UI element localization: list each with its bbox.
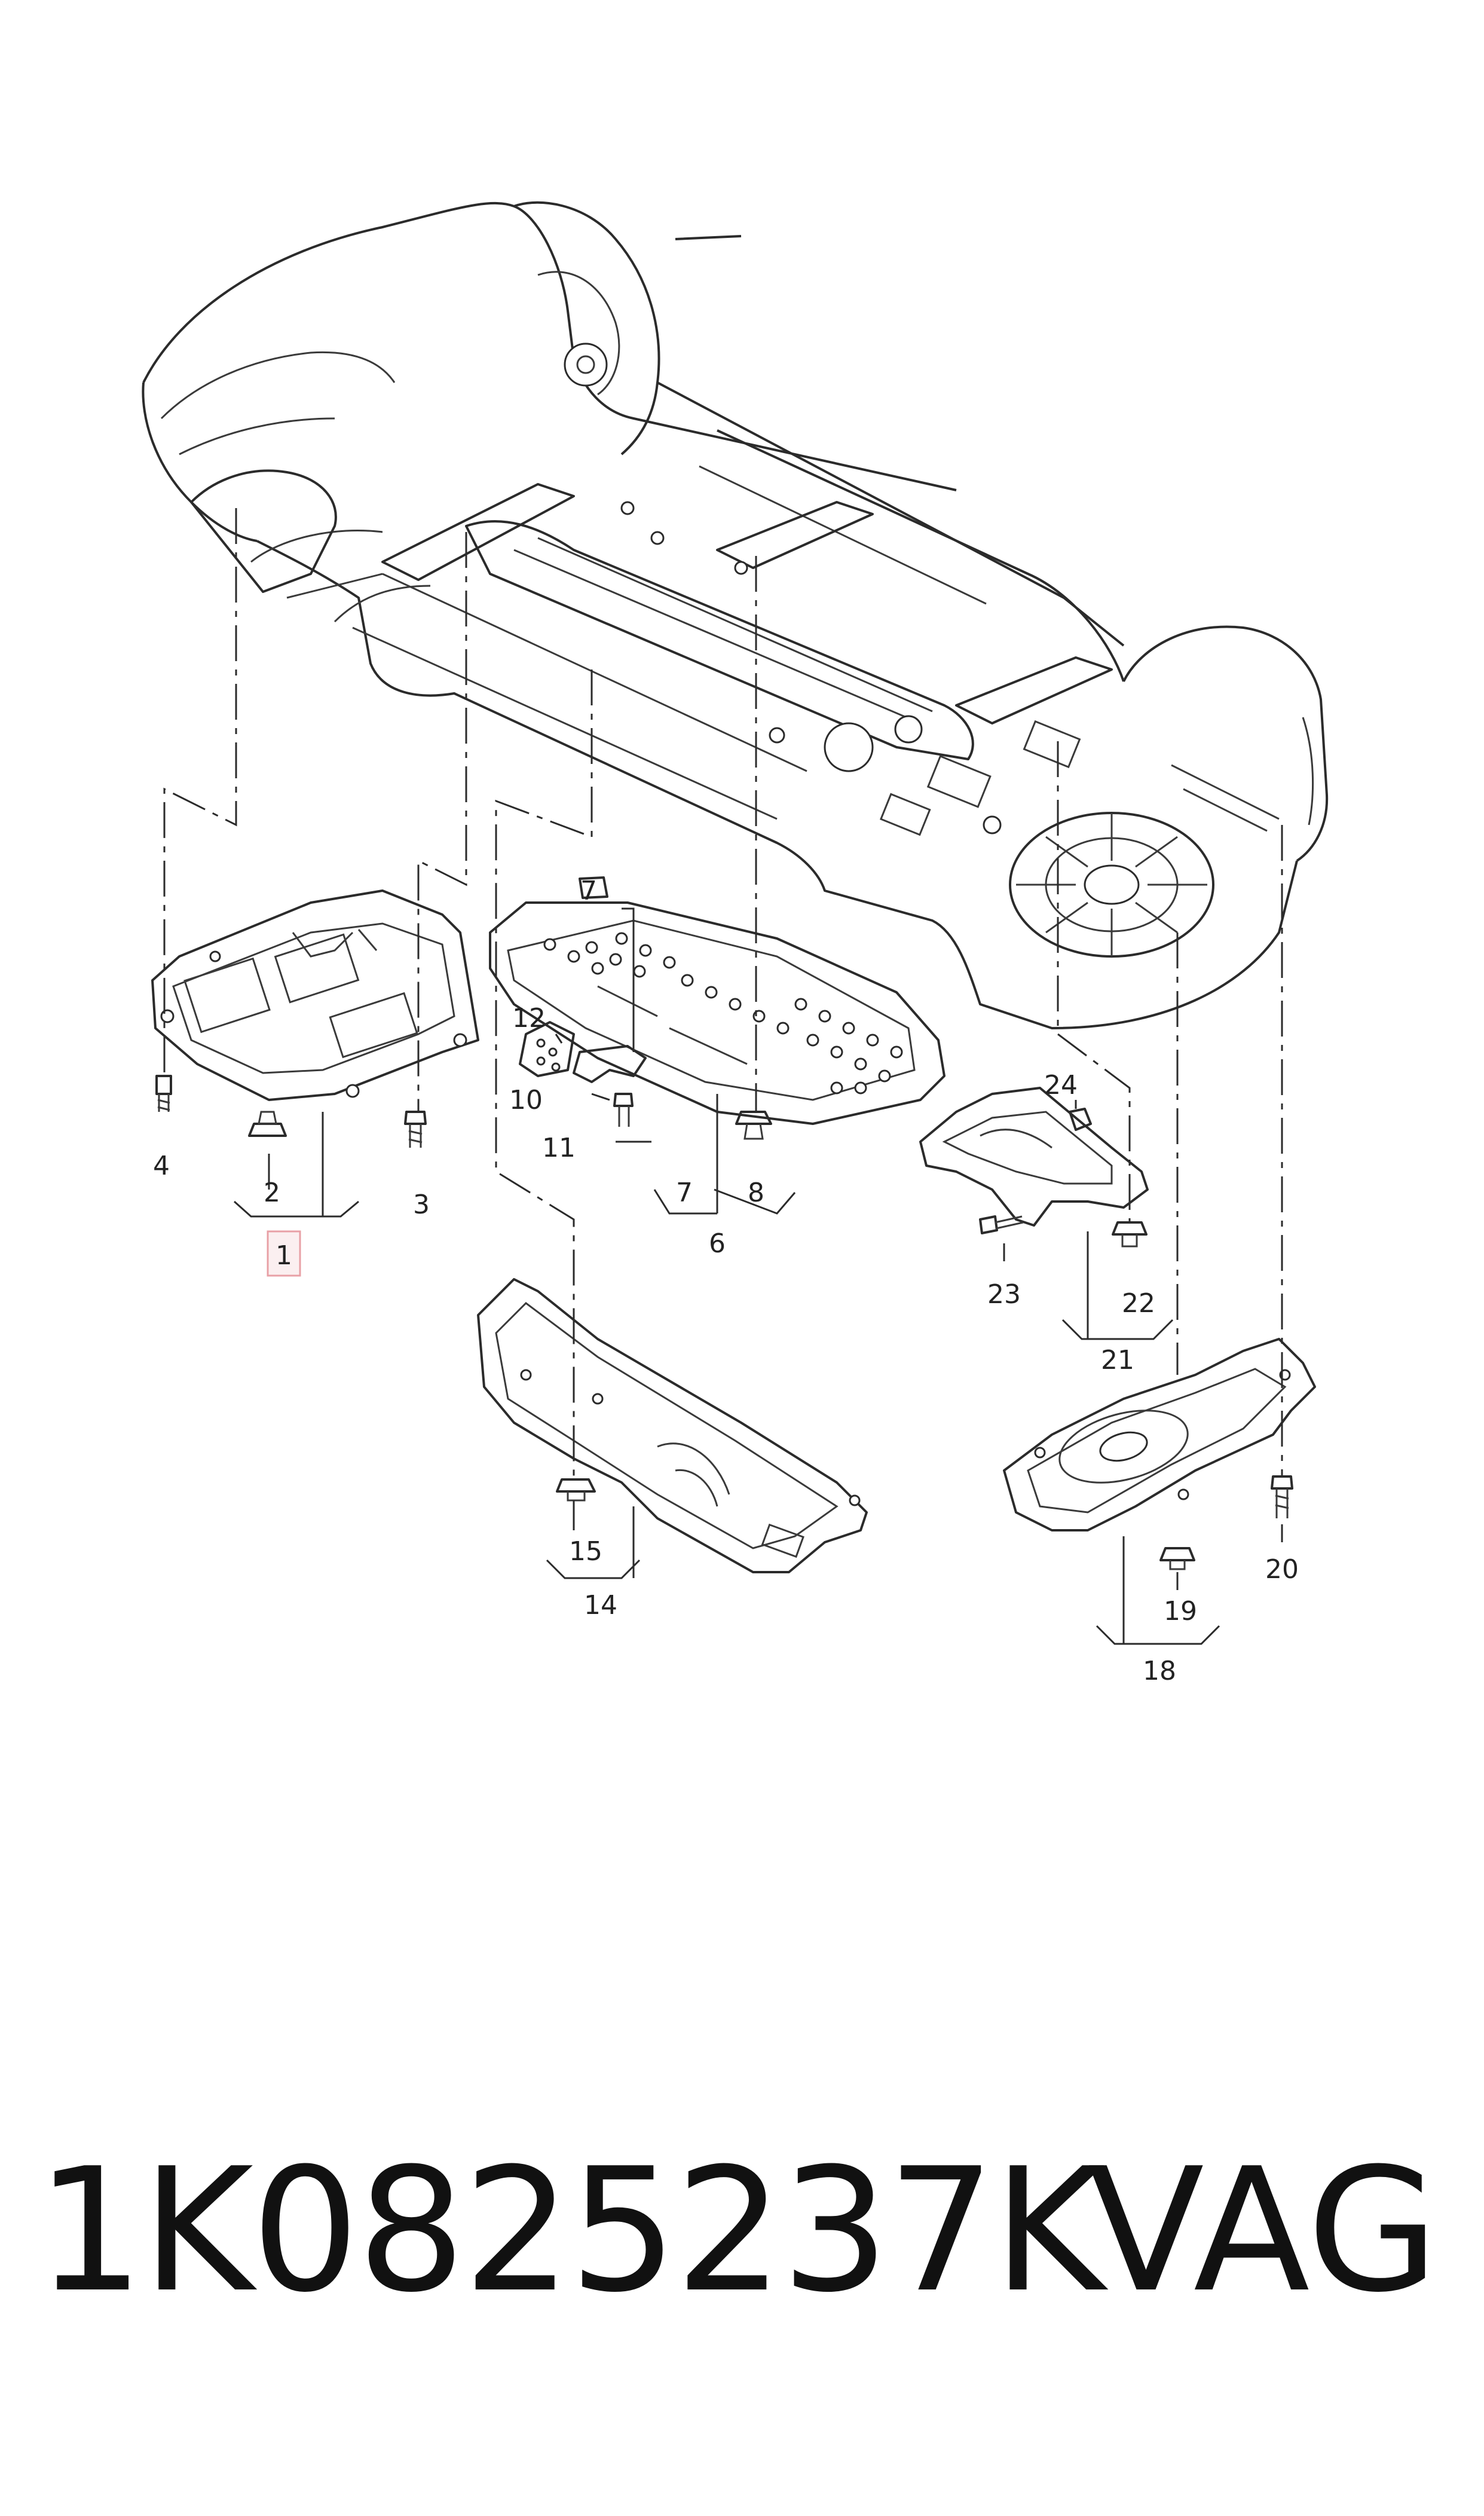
clip-7 — [579, 876, 608, 899]
side-underbody-panel — [477, 1278, 868, 1573]
part-number: 1K0825237K — [36, 2132, 1104, 2330]
bolt-3 — [404, 1111, 427, 1148]
callout-11[interactable]: 11 — [542, 1133, 576, 1163]
nut-8 — [735, 1111, 772, 1140]
callout-3[interactable]: 3 — [413, 1190, 430, 1220]
callout-21[interactable]: 21 — [1101, 1345, 1134, 1375]
callout-18[interactable]: 18 — [1143, 1656, 1176, 1686]
leader-lines — [234, 907, 1283, 1645]
assembly-dash-lines — [163, 508, 1283, 1479]
bracket-10 — [573, 1045, 647, 1083]
callout-14[interactable]: 14 — [584, 1590, 617, 1621]
brand-name: VAG — [1088, 2132, 1439, 2330]
bracket-12 — [519, 1021, 575, 1077]
callout-8[interactable]: 8 — [748, 1178, 764, 1208]
callout-7b[interactable]: 7 — [676, 1178, 693, 1208]
car-underbody-outline — [142, 201, 1329, 1029]
callout-22[interactable]: 22 — [1122, 1288, 1155, 1319]
nut-15 — [556, 1478, 596, 1502]
clip-24 — [1069, 1108, 1092, 1131]
nut-22 — [1112, 1221, 1148, 1248]
callout-12[interactable]: 12 — [512, 1003, 546, 1034]
bolt-23 — [979, 1215, 1024, 1234]
callout-20[interactable]: 20 — [1265, 1554, 1299, 1585]
highlight-box-1 — [267, 1230, 301, 1277]
callout-10[interactable]: 10 — [509, 1085, 543, 1115]
callout-19[interactable]: 19 — [1164, 1596, 1197, 1627]
callout-2[interactable]: 2 — [264, 1178, 280, 1208]
bolt-20 — [1271, 1475, 1293, 1518]
callout-15[interactable]: 15 — [569, 1536, 602, 1567]
bolt-4 — [155, 1075, 172, 1112]
rear-heat-shield — [919, 1087, 1149, 1227]
callout-1[interactable]: 1 — [276, 1240, 292, 1271]
callout-labels: 1 2 3 4 7 12 10 11 7 8 6 24 23 22 21 15 … — [153, 876, 1299, 1686]
callout-4[interactable]: 4 — [153, 1151, 170, 1181]
callout-23[interactable]: 23 — [987, 1279, 1021, 1310]
exploded-parts-diagram: 1 2 3 4 7 12 10 11 7 8 6 24 23 22 21 15 … — [142, 201, 1329, 1686]
callout-7a[interactable]: 7 — [580, 876, 597, 906]
bolt-11 — [613, 1093, 634, 1127]
callout-24[interactable]: 24 — [1044, 1070, 1078, 1100]
rear-underbody-panel — [1003, 1338, 1316, 1531]
centre-underbody-panel — [489, 901, 946, 1125]
engine-undershield — [151, 889, 479, 1101]
callout-6[interactable]: 6 — [709, 1228, 726, 1259]
clip-nut-2 — [248, 1111, 287, 1137]
panel-perforations — [543, 932, 903, 1095]
nut-19 — [1159, 1547, 1195, 1570]
